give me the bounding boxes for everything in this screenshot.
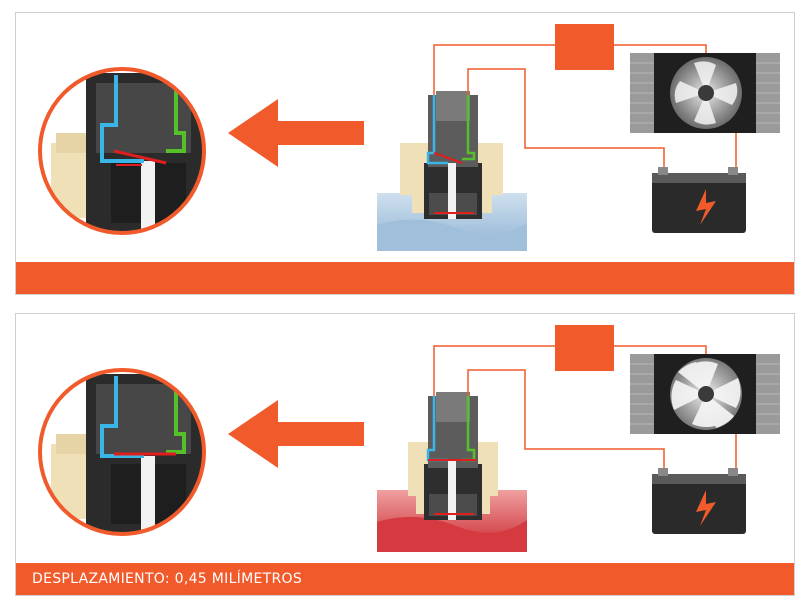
sensor-in-cold-water	[377, 79, 527, 251]
arrow-left-icon	[228, 400, 364, 468]
caption-bar-cold	[16, 262, 794, 294]
caption-bar-hot: DESPLAZAMIENTO: 0,45 MILÍMETROS	[16, 563, 794, 595]
battery-icon	[652, 468, 746, 534]
sensor-diagram-hot	[38, 325, 780, 552]
relay-box	[555, 24, 614, 70]
diagram-panel-hot: DESPLAZAMIENTO: 0,45 MILÍMETROS	[15, 313, 795, 596]
sensor-in-hot-water	[377, 380, 527, 552]
circuit-wires	[433, 44, 737, 178]
magnified-view	[38, 368, 206, 536]
radiator-fan-icon	[630, 53, 780, 133]
radiator-fan-icon	[630, 354, 780, 434]
magnified-view	[38, 67, 206, 235]
diagram-panel-cold	[15, 12, 795, 295]
magnifier-ring	[38, 67, 206, 235]
sensor-diagram-cold	[38, 24, 780, 251]
battery-icon	[652, 167, 746, 233]
arrow-left-icon	[228, 99, 364, 167]
relay-box	[555, 325, 614, 371]
magnifier-ring	[38, 368, 206, 536]
